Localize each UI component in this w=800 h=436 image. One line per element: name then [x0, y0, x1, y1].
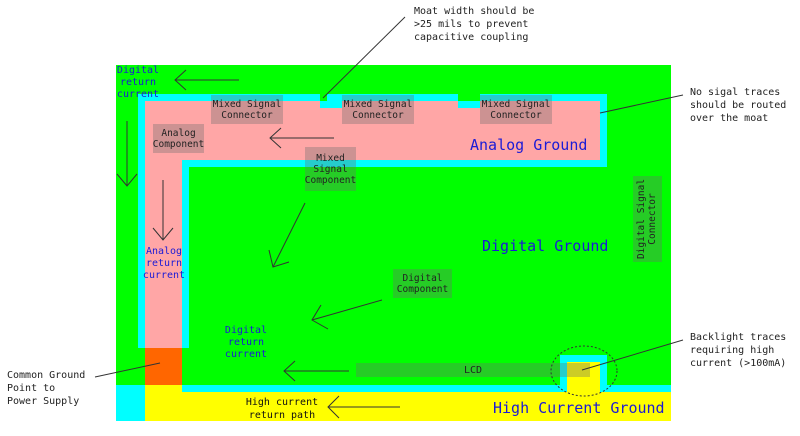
common-ground-point: [145, 348, 182, 385]
arrow-digital-diag-2: [311, 299, 383, 321]
high-current-return-path: High current return path: [245, 397, 319, 421]
backlight-yellow: [567, 362, 600, 392]
common-ground-note: Common Ground Point to Power Supply: [7, 370, 86, 407]
arrowhead: [283, 360, 296, 382]
digital-inner-2: [189, 167, 671, 174]
digital-right-strip: [607, 94, 671, 174]
digital-signal-connector: Digital Signal Connector: [633, 176, 662, 262]
analog-notch-fill-2: [458, 101, 480, 108]
high-current-ground: [145, 392, 671, 421]
leader-moat-width: [322, 16, 406, 99]
backlight-highlight-circle: [550, 345, 618, 397]
moat-notch-2: [458, 94, 480, 101]
high-current-ground-corner: [145, 385, 182, 392]
digital-return-current-top: Digital return current: [116, 65, 160, 100]
mixed-signal-component: Mixed Signal Component: [305, 147, 356, 191]
mixed-signal-connector-2: Mixed Signal Connector: [342, 95, 414, 124]
leader-common-ground: [94, 362, 161, 378]
arrowhead: [268, 249, 290, 268]
mixed-signal-connector-3: Mixed Signal Connector: [480, 95, 552, 124]
moat-inner-corner: [182, 160, 607, 167]
arrowhead: [327, 395, 340, 419]
backlight-note: Backlight traces requiring high current …: [690, 332, 787, 369]
analog-ground-top: [145, 101, 600, 160]
lcd: LCD: [356, 363, 590, 377]
arrow-digital-diag-1: [272, 202, 306, 268]
digital-ground-label: Digital Ground: [482, 237, 609, 255]
digital-inner: [189, 174, 671, 385]
leader-backlight: [581, 339, 684, 371]
arrowhead: [269, 127, 282, 149]
high-current-ground-label: High Current Ground: [493, 399, 665, 417]
arrowhead: [152, 227, 174, 241]
moat-width-note: Moat width should be >25 mils to prevent…: [414, 6, 535, 43]
moat-bottom: [182, 385, 671, 392]
arrowhead: [174, 69, 187, 91]
analog-return-current: Analog return current: [142, 246, 186, 281]
analog-component: Analog Component: [153, 124, 204, 153]
digital-component: Digital Component: [393, 269, 452, 298]
mixed-signal-connector-1: Mixed Signal Connector: [211, 95, 283, 124]
analog-ground-label: Analog Ground: [470, 136, 588, 154]
analog-notch-fill-1: [320, 101, 342, 108]
digital-return-current-bottom: Digital return current: [224, 325, 268, 360]
arrowhead: [116, 173, 138, 187]
arrowhead: [311, 304, 329, 330]
moat-bottom-left: [116, 385, 145, 421]
leader-no-signal: [599, 94, 684, 114]
no-signal-traces-note: No sigal traces should be routed over th…: [690, 87, 787, 124]
